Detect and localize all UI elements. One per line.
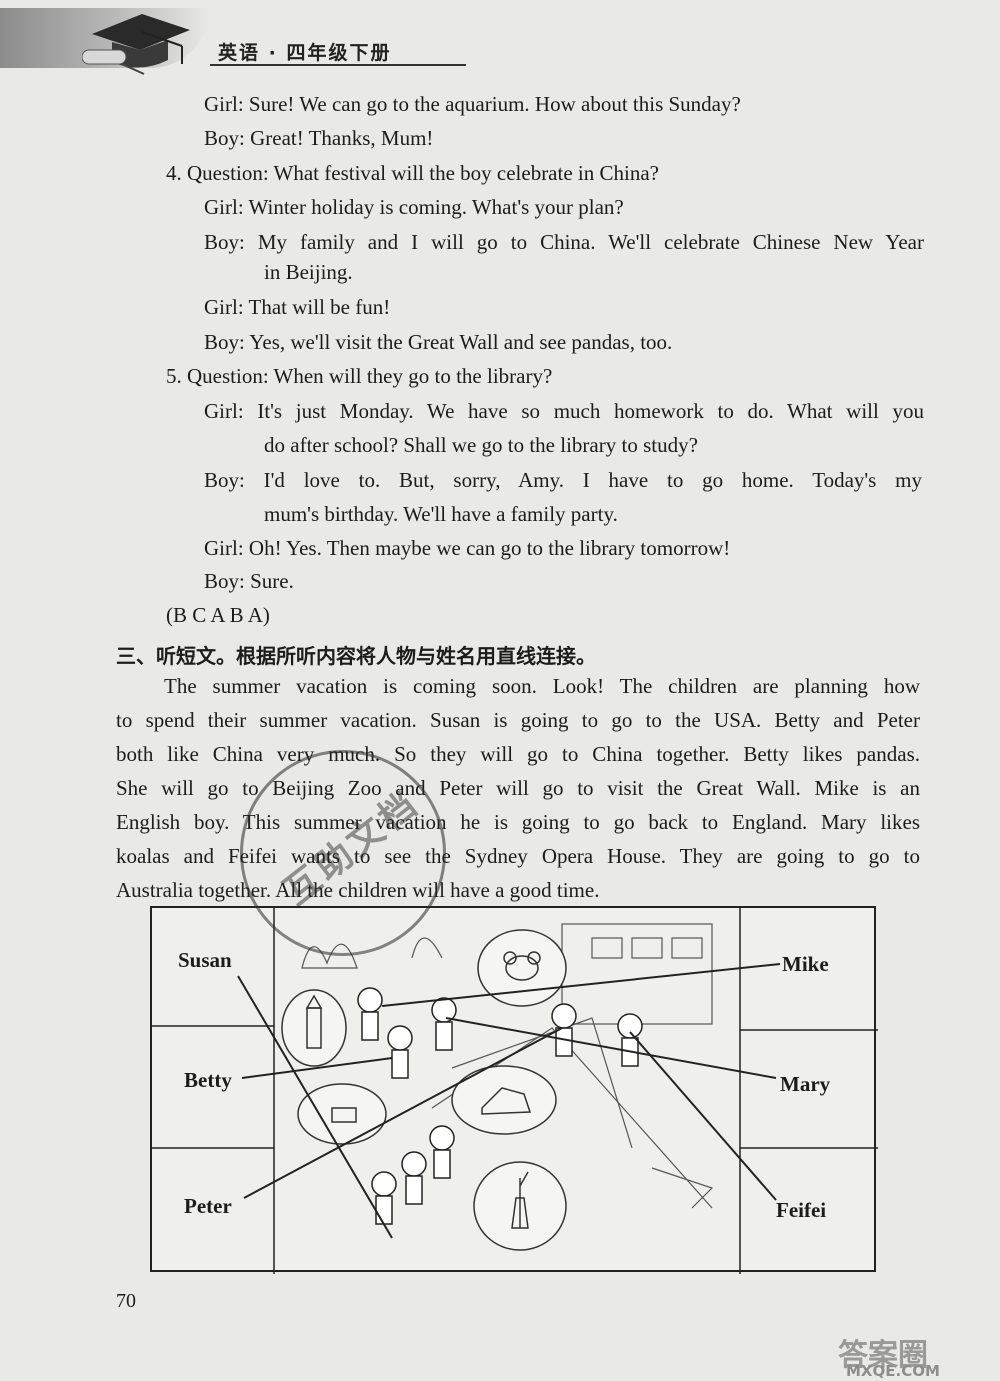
name-label-mary: Mary [780,1072,831,1096]
thought-bubbles [281,929,567,1251]
graduation-cap-icon [82,14,190,75]
paragraph-line: English boy. This summer vacation he is … [116,810,920,834]
answer-key: (B C A B A) [166,603,270,627]
dialog-line: Girl: Winter holiday is coming. What's y… [204,195,624,219]
name-label-feifei: Feifei [776,1198,827,1222]
watermark-url: MXQE.COM [846,1362,940,1380]
paragraph-line: koalas and Feifei wants to see the Sydne… [116,844,920,868]
dialog-line: do after school? Shall we go to the libr… [264,433,698,457]
paragraph-line: both like China very much. So they will … [116,742,920,766]
name-label-susan: Susan [178,948,232,972]
dialog-line: in Beijing. [264,260,353,284]
paragraph-line: The summer vacation is coming soon. Look… [164,674,920,698]
question-line: 4. Question: What festival will the boy … [166,161,659,185]
paragraph-line: to spend their summer vacation. Susan is… [116,708,920,732]
dialog-line: Girl: It's just Monday. We have so much … [204,399,924,423]
dialog-line: Boy: Yes, we'll visit the Great Wall and… [204,330,673,354]
dialog-line: Boy: My family and I will go to China. W… [204,230,924,254]
stamp-text: 互助文档 [276,782,428,914]
name-label-mike: Mike [782,952,829,976]
section-title: 三、听短文。根据所听内容将人物与姓名用直线连接。 [116,644,596,668]
dialog-line: Boy: I'd love to. But, sorry, Amy. I hav… [204,468,922,492]
page-header: 英语 · 四年级下册 [0,0,1000,80]
name-label-peter: Peter [184,1194,232,1218]
illustration-svg [152,908,878,1274]
dialog-line: Girl: Sure! We can go to the aquarium. H… [204,92,741,116]
name-label-betty: Betty [184,1068,232,1092]
dialog-line: Boy: Great! Thanks, Mum! [204,126,434,150]
dialog-line: mum's birthday. We'll have a family part… [264,502,618,526]
children [357,987,643,1225]
matching-figure: Susan Betty Peter Mike Mary Feifei [150,906,878,1274]
paragraph-line: Australia together. All the children wil… [116,878,600,902]
dialog-line: Girl: That will be fun! [204,295,391,319]
watermark-logo: 答案圈 [838,1338,928,1373]
dialog-line: Boy: Sure. [204,569,294,593]
dialog-line: Girl: Oh! Yes. Then maybe we can go to t… [204,536,731,560]
book-title: 英语 · 四年级下册 [218,42,392,64]
header-rule [210,64,466,66]
paragraph-line: She will go to Beijing Zoo and Peter wil… [116,776,920,800]
connecting-lines [237,963,781,1239]
landmark-icons [305,951,541,1229]
question-line: 5. Question: When will they go to the li… [166,364,553,388]
page-number: 70 [116,1290,136,1312]
